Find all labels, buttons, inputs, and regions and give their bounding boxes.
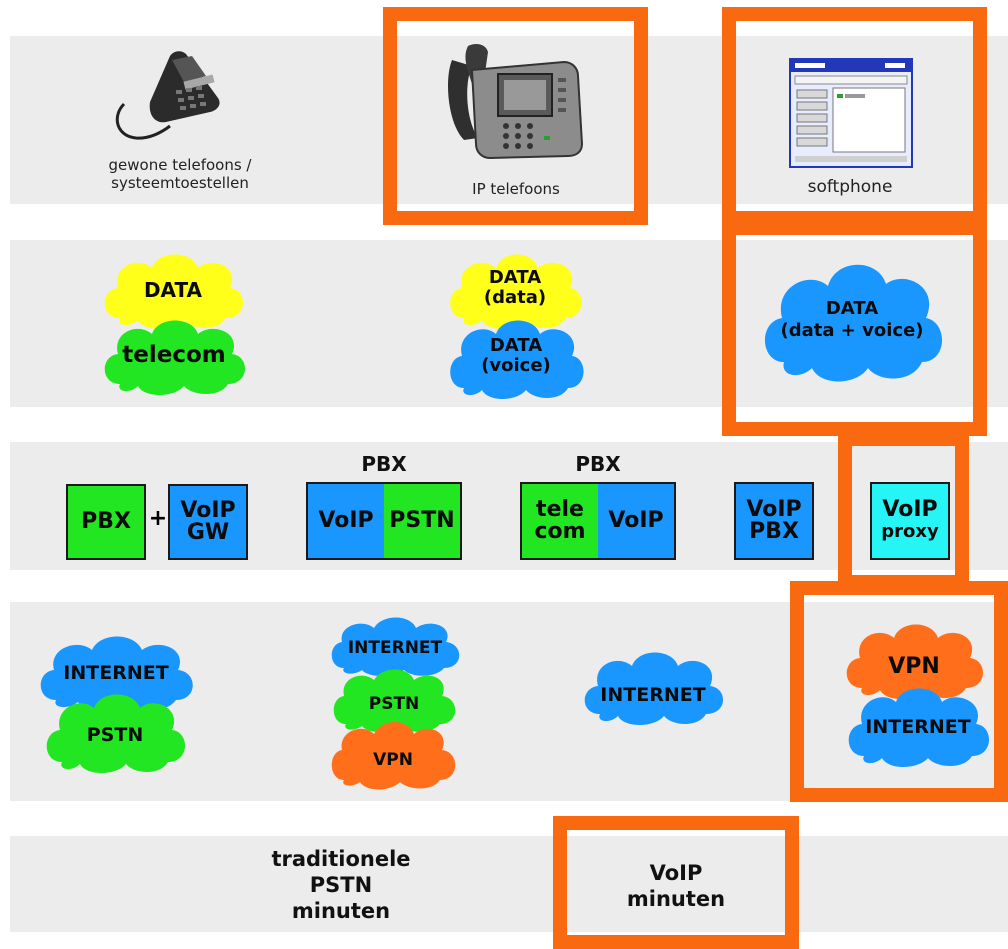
voip-proxy-highlight [838,432,969,589]
telecom-cloud-label: telecom [122,342,226,368]
data-voice-cloud: DATA (voice) [444,316,588,402]
voip-proxy-subtitle: proxy [881,521,939,542]
pstn-cloud-2: PSTN [328,666,460,734]
data-data-cloud: DATA (data) [444,250,586,332]
pstn-cloud-1-label: PSTN [86,724,144,746]
softphone-window-icon [789,58,913,168]
plus-sign: + [148,506,168,531]
pbx-header-2: PBX [575,452,621,476]
internet-cloud-4-label: INTERNET [865,716,971,738]
pstn-cloud-1: PSTN [40,690,190,776]
voip-proxy-title: VoIP [882,497,938,522]
minutes-band [10,836,1008,932]
internet-cloud-2: INTERNET [326,614,464,678]
desk-phone-icon [110,46,250,146]
vpn-cloud-2: VPN [326,718,460,792]
internet-cloud-4: INTERNET [842,684,994,770]
telecom-section: tele com [522,484,598,558]
voip-pbx-box: VoIP PBX [734,482,814,560]
carrier-band [10,602,1008,801]
softphone-highlight [722,7,987,225]
regular-phone-caption: gewone telefoons / systeemtoestellen [108,156,252,192]
data-data-cloud-label: DATA (data) [483,267,547,308]
voip-minutes: VoIP minuten [626,861,726,911]
pstn-section: PSTN [384,484,460,558]
telecom-voip-pbx-box: tele com VoIP [520,482,676,560]
voip-proxy-box: VoIP proxy [870,482,950,560]
telecom-cloud: telecom [98,316,250,398]
ip-phone-icon [432,40,592,162]
data-voice-cloud-label: DATA (voice) [481,335,551,376]
voip-section: VoIP [308,484,384,558]
data-data-voice-cloud-label: DATA (data + voice) [780,298,924,341]
traditional-pstn-minutes: traditionele PSTN minuten [271,847,411,923]
vpn-internet-highlight [790,581,1008,802]
voip-pstn-pbx-box: VoIP PSTN [306,482,462,560]
data-cloud-label: DATA [143,278,203,302]
data-voice-highlight [722,221,987,436]
internet-cloud-3: INTERNET [578,648,728,728]
pbx-header-1: PBX [361,452,407,476]
data-cloud-yellow: DATA [98,248,248,332]
ip-phone-caption: IP telefoons [472,180,560,198]
voip-minutes-highlight [553,816,799,949]
voip-gw-box: VoIP GW [168,484,248,560]
softphone-caption: softphone [807,177,893,197]
vpn-cloud-4: VPN [840,620,988,702]
internet-cloud-3-label: INTERNET [600,684,706,706]
vpn-cloud-2-label: VPN [373,750,413,770]
voip-section-2: VoIP [598,484,674,558]
ip-phone-highlight [383,7,648,225]
pstn-cloud-2-label: PSTN [368,694,420,714]
vpn-cloud-4-label: VPN [888,654,940,679]
pbx-box: PBX [66,484,146,560]
internet-cloud-1: INTERNET [34,632,198,714]
internet-cloud-1-label: INTERNET [63,662,169,684]
data-data-voice-cloud: DATA (data + voice) [758,256,946,386]
internet-cloud-2-label: INTERNET [347,638,443,658]
